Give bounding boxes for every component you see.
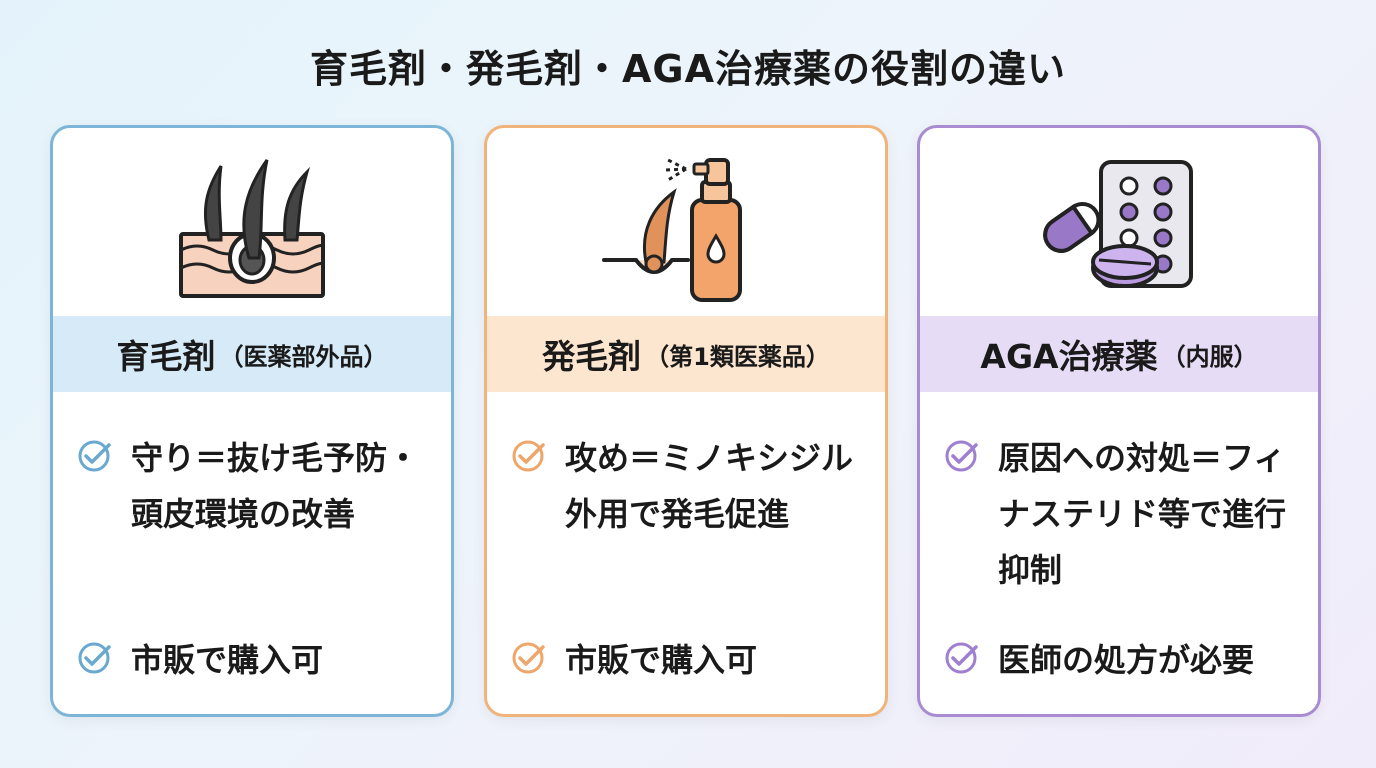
card-category: （内服） bbox=[1161, 342, 1258, 371]
card-name: AGA治療薬 bbox=[980, 337, 1158, 376]
check-circle-icon bbox=[78, 642, 111, 674]
check-circle-icon bbox=[512, 642, 545, 674]
list-item: 市販で購入可 bbox=[511, 632, 867, 688]
card-aga: AGA治療薬 （内服） 原因への対処＝フィナステリド等で進行抑制 医師の処方が必… bbox=[917, 125, 1321, 717]
spray-bottle-hair-icon bbox=[602, 158, 742, 302]
card-header: 発毛剤 （第1類医薬品） bbox=[487, 316, 885, 392]
illustration-area bbox=[53, 128, 451, 318]
point-text: 市販で購入可 bbox=[131, 641, 324, 679]
card-category: （第1類医薬品） bbox=[645, 342, 830, 371]
card-hatsumozai: 発毛剤 （第1類医薬品） 攻め＝ミノキシジル外用で発毛促進 市販で購入可 bbox=[484, 125, 888, 717]
point-text: 市販で購入可 bbox=[565, 641, 758, 679]
check-circle-icon bbox=[78, 440, 111, 472]
illustration-area bbox=[487, 128, 885, 318]
card-name: 育毛剤 bbox=[116, 337, 216, 376]
list-item: 医師の処方が必要 bbox=[944, 632, 1300, 688]
illustration-area bbox=[920, 128, 1318, 318]
check-circle-icon bbox=[945, 440, 978, 472]
point-text: 攻め＝ミノキシジル外用で発毛促進 bbox=[565, 439, 854, 533]
card-header: AGA治療薬 （内服） bbox=[920, 316, 1318, 392]
list-item: 原因への対処＝フィナステリド等で進行抑制 bbox=[944, 430, 1300, 598]
card-ikumozai: 育毛剤 （医薬部外品） 守り＝抜け毛予防・頭皮環境の改善 市販で購入可 bbox=[50, 125, 454, 717]
list-item: 市販で購入可 bbox=[77, 632, 433, 688]
check-circle-icon bbox=[512, 440, 545, 472]
point-text: 守り＝抜け毛予防・頭皮環境の改善 bbox=[131, 439, 420, 533]
page-title: 育毛剤・発毛剤・AGA治療薬の役割の違い bbox=[309, 47, 1066, 91]
pills-blister-pack-icon bbox=[1043, 160, 1193, 288]
hair-follicle-skin-icon bbox=[179, 159, 325, 298]
point-text: 医師の処方が必要 bbox=[998, 641, 1255, 679]
card-name: 発毛剤 bbox=[542, 337, 642, 376]
card-header: 育毛剤 （医薬部外品） bbox=[53, 316, 451, 392]
point-text: 原因への対処＝フィナステリド等で進行抑制 bbox=[998, 439, 1287, 589]
list-item: 攻め＝ミノキシジル外用で発毛促進 bbox=[511, 430, 867, 542]
card-category: （医薬部外品） bbox=[219, 342, 388, 371]
check-circle-icon bbox=[945, 642, 978, 674]
list-item: 守り＝抜け毛予防・頭皮環境の改善 bbox=[77, 430, 433, 542]
